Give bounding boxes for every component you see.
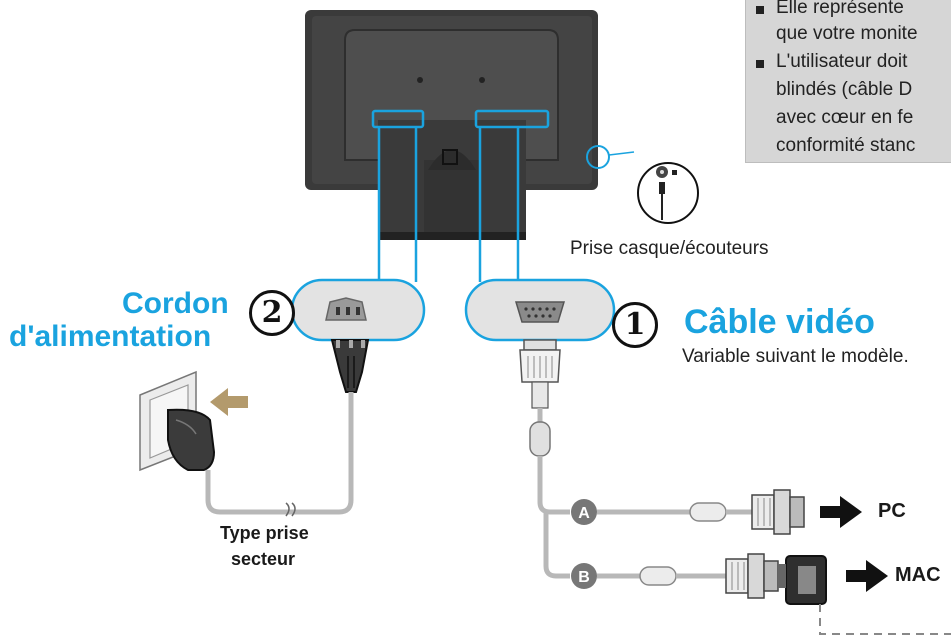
note-line-1: Elle représente bbox=[776, 0, 904, 18]
badge-a: A bbox=[578, 505, 590, 522]
outlet-label-2: secteur bbox=[231, 549, 296, 569]
note-line-3: L'utilisateur doit bbox=[776, 51, 908, 72]
insert-arrow-icon bbox=[210, 388, 248, 416]
target-mac-label: MAC bbox=[895, 564, 941, 586]
right-arrow-icon bbox=[820, 496, 862, 528]
note-line-4: blindés (câble D bbox=[776, 79, 913, 100]
power-port-panel bbox=[290, 278, 426, 342]
branch-b bbox=[571, 553, 951, 635]
power-cord-title-1: Cordon bbox=[122, 287, 229, 320]
video-cable-subtitle: Variable suivant le modèle. bbox=[682, 346, 909, 367]
right-arrow-icon bbox=[846, 560, 888, 592]
monitor-back-icon bbox=[305, 10, 598, 240]
video-port-panel bbox=[464, 278, 616, 342]
bullet-icon bbox=[756, 60, 764, 68]
note-line-6: conformité stanc bbox=[776, 135, 916, 156]
badge-b: B bbox=[578, 569, 590, 586]
target-pc-label: PC bbox=[878, 500, 906, 522]
headphone-label: Prise casque/écouteurs bbox=[570, 238, 769, 259]
power-cord-title-2: d'alimentation bbox=[9, 320, 212, 353]
power-plug-icon bbox=[330, 339, 370, 393]
step-2-number: 2 bbox=[249, 290, 295, 336]
headphone-jack-icon bbox=[586, 145, 699, 224]
note-box: Elle représente que votre monite L'utili… bbox=[745, 0, 951, 163]
bullet-icon bbox=[756, 6, 764, 14]
note-line-5: avec cœur en fe bbox=[776, 107, 914, 128]
video-cable-title: Câble vidéo bbox=[684, 303, 875, 341]
wall-outlet-icon bbox=[139, 370, 216, 472]
outlet-label-1: Type prise bbox=[220, 523, 309, 543]
vga-connector-icon bbox=[519, 339, 561, 409]
note-line-2: que votre monite bbox=[776, 23, 918, 44]
branch-a bbox=[571, 489, 862, 535]
step-1-number: 1 bbox=[612, 302, 658, 348]
